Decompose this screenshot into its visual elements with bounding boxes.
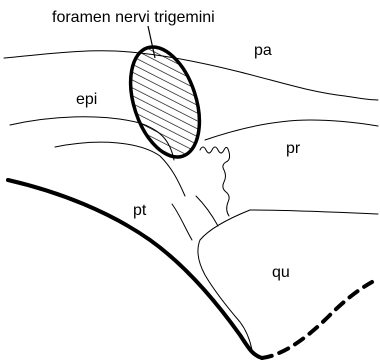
- title-label: foramen nervi trigemini: [52, 9, 215, 26]
- label-qu: qu: [272, 264, 290, 281]
- pr-lower-line: [250, 210, 378, 214]
- pt-inner-line-right: [196, 196, 218, 226]
- pr-upper-line: [205, 120, 378, 140]
- lower-margin-dashed: [262, 282, 372, 358]
- label-pt: pt: [133, 202, 147, 219]
- label-epi: epi: [76, 91, 97, 108]
- foramen-hatched: [118, 38, 212, 166]
- pt-inner-line-left: [172, 204, 192, 240]
- label-pr: pr: [286, 140, 301, 157]
- label-pa: pa: [254, 42, 272, 59]
- qu-upper-line: [198, 210, 252, 350]
